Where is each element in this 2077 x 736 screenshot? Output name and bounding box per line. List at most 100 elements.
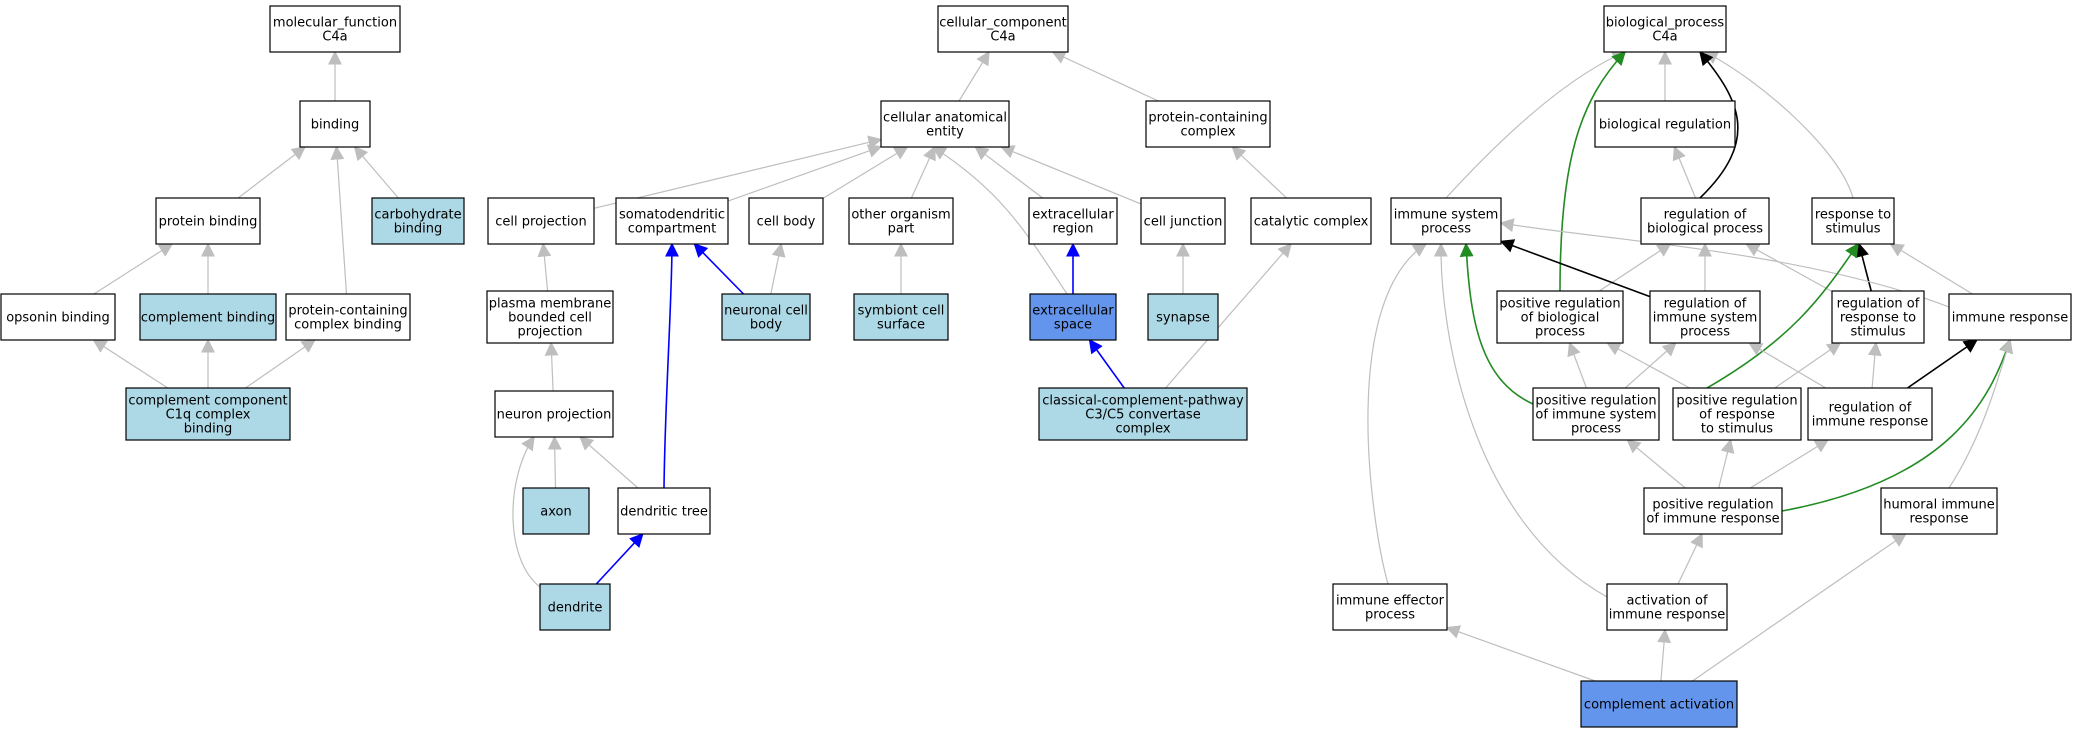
node-box — [155, 197, 261, 245]
edge-somatodendritic-to-cae — [727, 144, 883, 202]
node-complement-binding[interactable]: complement binding — [139, 293, 277, 341]
node-box — [748, 197, 824, 245]
node-cell-projection[interactable]: cell projection — [487, 197, 595, 245]
node-label-line: response to — [1815, 208, 1891, 223]
node-label-line: complex — [1180, 125, 1235, 140]
edge-dendrite-to-neuron-projection — [512, 435, 541, 588]
edge-pos-reg-immune-system-process-to-reg-immune-system-process — [1624, 342, 1677, 389]
node-label-line: other organism — [851, 208, 950, 223]
node-box — [1140, 197, 1226, 245]
node-box — [269, 5, 401, 53]
node-label-line: process — [1365, 608, 1415, 623]
node-box — [1948, 293, 2072, 341]
node-label-line: response — [1909, 512, 1968, 527]
edge-convertase-to-catalytic-complex — [1165, 242, 1292, 389]
node-dendrite[interactable]: dendrite — [539, 583, 611, 631]
node-label-line: of biological — [1521, 311, 1600, 326]
node-box — [539, 583, 611, 631]
node-dendritic-tree[interactable]: dendritic tree — [617, 487, 711, 535]
node-box — [1606, 583, 1728, 631]
node-label-line: to stimulus — [1701, 422, 1773, 437]
node-box — [299, 100, 371, 148]
node-neuron-projection[interactable]: neuron projection — [494, 390, 614, 438]
node-label-line: complement component — [128, 394, 287, 409]
node-label-line: response to — [1840, 311, 1916, 326]
edge-dendritic-tree-to-neuron-projection — [579, 436, 639, 489]
node-label-line: of response — [1699, 408, 1775, 423]
node-box — [1603, 5, 1727, 53]
node-box — [494, 390, 614, 438]
node-complement-activation[interactable]: complement activation — [1580, 680, 1738, 728]
node-synapse[interactable]: synapse — [1147, 293, 1219, 341]
node-label-line: binding — [311, 118, 359, 133]
node-label-line: immune effector — [1336, 594, 1445, 609]
edge-pos-reg-bio-process-to-reg-bio-process — [1598, 243, 1672, 292]
node-label-line: stimulus — [1825, 222, 1880, 237]
node-box — [1028, 197, 1118, 245]
node-box — [615, 197, 729, 245]
node-box — [1640, 197, 1770, 245]
node-box — [1594, 100, 1736, 148]
node-box — [125, 387, 291, 441]
node-axon[interactable]: axon — [522, 487, 590, 535]
edge-reg-immune-response-to-reg-immune-system-process — [1747, 342, 1827, 389]
edge-cell-body-to-cae — [822, 146, 909, 199]
node-label-line: immune system — [1653, 311, 1758, 326]
edge-response-to-stimulus-to-bp — [1703, 51, 1854, 199]
node-label-line: part — [888, 222, 915, 237]
node-box — [1332, 583, 1448, 631]
node-label-line: body — [750, 318, 782, 333]
node-cell-junction[interactable]: cell junction — [1140, 197, 1226, 245]
edge-pos-reg-immune-response-to-pos-reg-response-to-stimulus — [1718, 438, 1735, 489]
node-label-line: dendritic tree — [620, 505, 708, 520]
node-label-line: cellular_component — [939, 16, 1067, 31]
node-opsonin-binding[interactable]: opsonin binding — [0, 293, 116, 341]
node-label-line: regulation of — [1829, 401, 1912, 416]
node-cell-body[interactable]: cell body — [748, 197, 824, 245]
node-binding[interactable]: binding — [299, 100, 371, 148]
node-catalytic-complex[interactable]: catalytic complex — [1250, 197, 1372, 245]
edge-reg-response-to-stimulus-to-reg-bio-process — [1745, 243, 1833, 293]
node-label-line: complex binding — [294, 318, 402, 333]
node-label-line: positive regulation — [1499, 297, 1620, 312]
edge-cae-to-cc — [958, 50, 990, 102]
edge-humoral-immune-response-to-immune-response — [1948, 338, 2014, 489]
node-box — [1831, 290, 1925, 344]
node-protein-binding[interactable]: protein binding — [155, 197, 261, 245]
node-box — [1811, 197, 1895, 245]
edge-pos-reg-response-to-stimulus-to-response-to-stimulus — [1706, 242, 1859, 389]
node-box — [522, 487, 590, 535]
node-immune-response[interactable]: immune response — [1948, 293, 2072, 341]
node-label-line: protein-containing — [1148, 111, 1267, 126]
node-bio-regulation[interactable]: biological regulation — [1594, 100, 1736, 148]
